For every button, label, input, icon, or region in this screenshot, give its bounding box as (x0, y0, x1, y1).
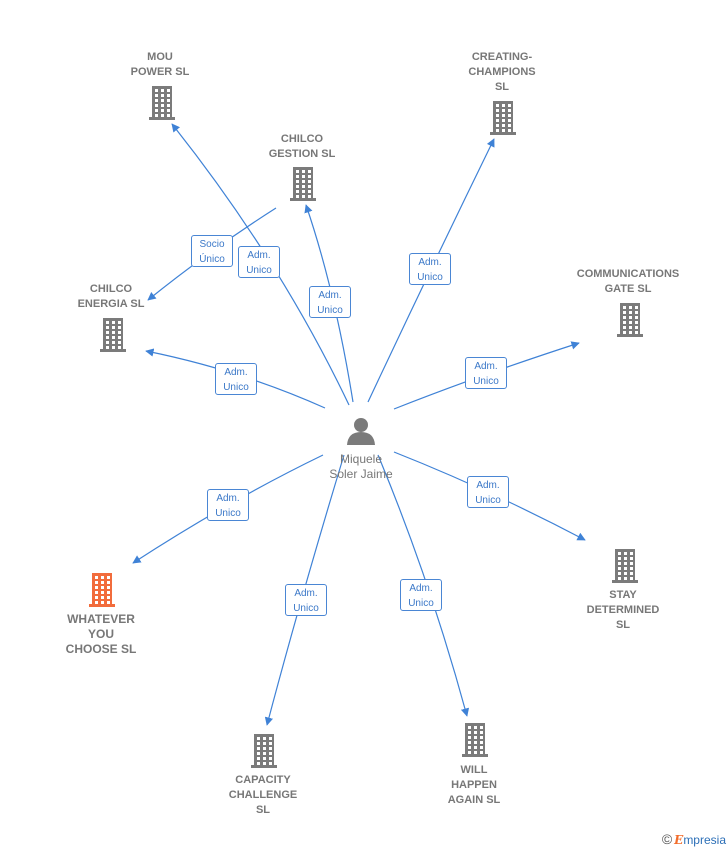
relation-role-line1: Adm. (474, 361, 498, 372)
company-label-line: STAY (609, 589, 637, 601)
company-label-communications[interactable]: COMMUNICATIONS GATE SL (577, 267, 679, 297)
relation-role-line1: Adm. (318, 290, 342, 301)
company-label-line: CHOOSE SL (65, 642, 137, 656)
building-icon[interactable] (100, 318, 126, 352)
relation-role-line1: Adm. (409, 583, 433, 594)
company-label-line: SL (615, 619, 631, 631)
relation-role-line2: Unico (473, 376, 499, 387)
company-label-line: CHAMPIONS (468, 66, 536, 78)
company-label-line: COMMUNICATIONS (576, 268, 680, 280)
building-icon[interactable] (149, 86, 175, 120)
relation-badge[interactable]: Adm. Unico (400, 579, 442, 611)
relation-role-line1: Adm. (216, 493, 240, 504)
relation-role-line1: Adm. (418, 257, 442, 268)
relation-role-line2: Unico (475, 495, 501, 506)
company-label-mou[interactable]: MOU POWER SL (131, 50, 190, 80)
person-label-line: Soler Jaime (329, 467, 393, 481)
person-label-line: Miquele (339, 452, 383, 466)
relation-role-line1: Adm. (247, 250, 271, 261)
relation-role-line2: Único (199, 254, 225, 265)
building-icon[interactable] (617, 303, 643, 337)
company-label-line: SL (255, 804, 271, 816)
relation-role-line1: Socio (199, 239, 225, 250)
relation-role-line2: Unico (293, 603, 319, 614)
relation-role-line1: Adm. (294, 588, 318, 599)
relation-role-line1: Adm. (224, 367, 248, 378)
person-icon[interactable] (347, 418, 375, 445)
building-icon[interactable] (290, 167, 316, 201)
company-label-line: DETERMINED (586, 604, 660, 616)
relation-role-line2: Unico (417, 272, 443, 283)
relation-role-line2: Unico (215, 508, 241, 519)
company-label-stay[interactable]: STAY DETERMINED SL (587, 588, 660, 633)
company-label-line: CHALLENGE (228, 789, 298, 801)
relation-role-line2: Unico (246, 265, 272, 276)
relation-role-line2: Unico (223, 382, 249, 393)
relation-badge[interactable]: Adm. Unico (207, 489, 249, 521)
company-label-line: WILL (460, 764, 488, 776)
company-label-line: POWER SL (130, 66, 190, 78)
company-label-line: AGAIN SL (447, 794, 501, 806)
company-label-line: CHILCO (89, 283, 133, 295)
company-label-line: HAPPEN (451, 779, 497, 791)
relation-badge[interactable]: Adm. Unico (238, 246, 280, 278)
relation-role-line2: Unico (408, 598, 434, 609)
building-icon[interactable] (462, 723, 488, 757)
empresia-logo-text: mpresia (683, 833, 726, 847)
company-label-line: YOU (87, 627, 114, 641)
company-label-chilco-energia[interactable]: CHILCO ENERGIA SL (78, 282, 145, 312)
relation-badge[interactable]: Adm. Unico (215, 363, 257, 395)
company-label-will[interactable]: WILL HAPPEN AGAIN SL (448, 763, 501, 808)
company-label-line: MOU (147, 51, 173, 63)
company-label-chilco-gestion[interactable]: CHILCO GESTION SL (269, 132, 336, 162)
building-icon[interactable] (490, 101, 516, 135)
company-label-creating[interactable]: CREATING- CHAMPIONS SL (468, 50, 535, 95)
company-label-line: CREATING- (471, 51, 533, 63)
relation-badge[interactable]: Adm. Unico (409, 253, 451, 285)
relation-badge[interactable]: Adm. Unico (467, 476, 509, 508)
company-label-line: WHATEVER (67, 612, 135, 626)
relation-badge[interactable]: Adm. Unico (285, 584, 327, 616)
relation-badge[interactable]: Adm. Unico (465, 357, 507, 389)
company-label-line: CAPACITY (235, 774, 291, 786)
company-label-line: ENERGIA SL (77, 298, 145, 310)
company-label-line: GESTION SL (268, 148, 336, 160)
relation-badge[interactable]: Adm. Unico (309, 286, 351, 318)
copyright-icon: © (661, 831, 673, 847)
empresia-logo-e: E (674, 833, 684, 847)
building-icon[interactable] (251, 734, 277, 768)
building-icon[interactable] (612, 549, 638, 583)
relation-role-line2: Unico (317, 305, 343, 316)
company-label-line: SL (494, 81, 510, 93)
relation-role-line1: Adm. (476, 480, 500, 491)
building-icon[interactable] (89, 573, 115, 607)
company-label-line: GATE SL (604, 283, 652, 295)
company-label-line: CHILCO (280, 133, 324, 145)
company-label-capacity[interactable]: CAPACITY CHALLENGE SL (229, 773, 297, 818)
empresia-footer[interactable]: ©Empresia (662, 831, 726, 847)
